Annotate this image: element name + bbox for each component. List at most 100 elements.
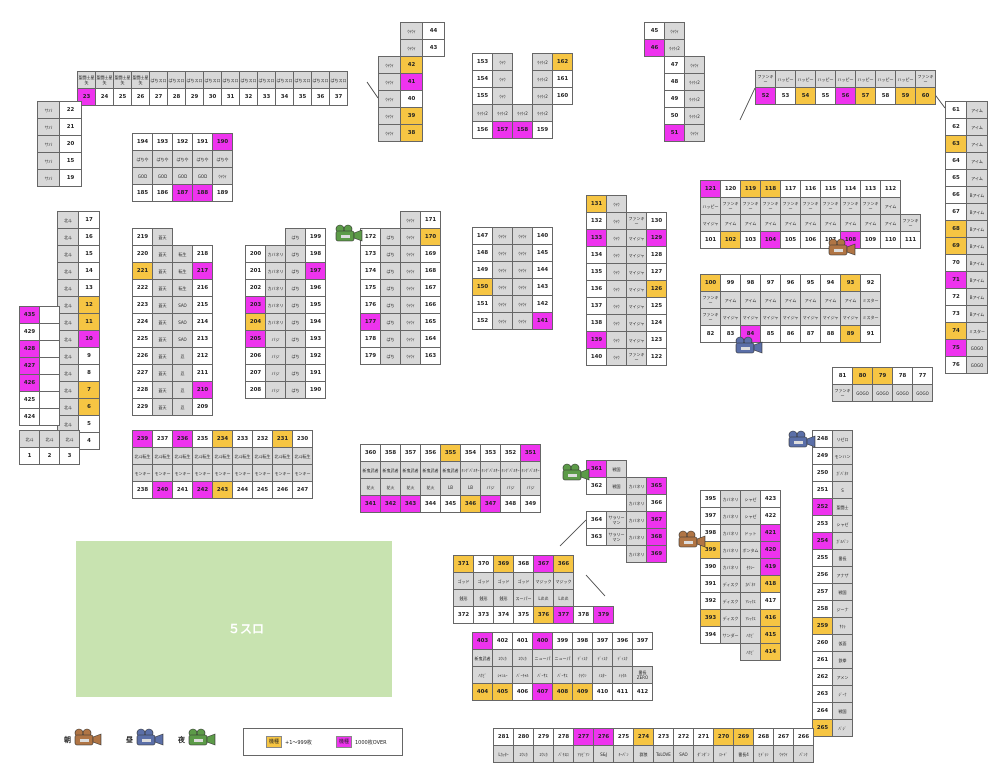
machine-title[interactable]: 転生 bbox=[172, 262, 193, 280]
machine-number[interactable]: 41 bbox=[400, 73, 423, 91]
machine-title[interactable]: 戦国 bbox=[832, 702, 853, 720]
machine-number[interactable]: 109 bbox=[860, 231, 881, 249]
machine-number[interactable]: 426 bbox=[19, 374, 40, 392]
machine-title[interactable]: ｳｲｳｲ bbox=[684, 124, 705, 142]
machine-title[interactable]: GOD bbox=[152, 167, 173, 185]
machine-title[interactable]: モンキー bbox=[212, 464, 233, 482]
machine-title[interactable]: ﾀﾞﾝﾀﾞﾝ bbox=[693, 745, 714, 763]
machine-title[interactable]: ｳｲｳｲ bbox=[492, 227, 513, 245]
machine-number[interactable]: 435 bbox=[19, 306, 40, 324]
machine-number[interactable]: 42 bbox=[400, 56, 423, 74]
machine-number[interactable]: 99 bbox=[720, 274, 741, 292]
machine-number[interactable]: 52 bbox=[755, 87, 776, 105]
machine-title[interactable] bbox=[39, 374, 60, 392]
machine-title[interactable]: モンキー bbox=[192, 464, 213, 482]
machine-title[interactable]: Bアイム bbox=[966, 203, 988, 221]
machine-number[interactable]: 173 bbox=[360, 245, 381, 263]
machine-title[interactable]: 蒼天 bbox=[152, 245, 173, 263]
machine-number[interactable]: 72 bbox=[945, 288, 967, 306]
machine-number[interactable]: 86 bbox=[780, 325, 801, 343]
machine-number[interactable]: 62 bbox=[945, 118, 967, 136]
machine-title[interactable]: ﾊﾟﾝｸ bbox=[793, 745, 814, 763]
machine-number[interactable]: 261 bbox=[812, 651, 833, 669]
machine-number[interactable]: 404 bbox=[472, 683, 493, 701]
machine-number[interactable]: 120 bbox=[720, 180, 741, 198]
machine-title[interactable]: ｼｬﾝﾑｰ bbox=[492, 666, 513, 684]
machine-title[interactable]: ﾃﾞｨｽｸ bbox=[592, 649, 613, 667]
machine-number[interactable]: 132 bbox=[586, 212, 607, 230]
machine-number[interactable]: 355 bbox=[440, 444, 461, 462]
machine-title[interactable]: アイム bbox=[840, 214, 861, 232]
machine-title[interactable]: 聖闘士星矢 bbox=[131, 71, 150, 89]
machine-number[interactable]: 244 bbox=[232, 481, 253, 499]
machine-title[interactable]: ドット bbox=[740, 524, 761, 542]
machine-title[interactable]: アイム bbox=[760, 291, 781, 309]
machine-number[interactable]: 215 bbox=[192, 296, 213, 314]
machine-number[interactable]: 114 bbox=[840, 180, 861, 198]
machine-title[interactable]: 北斗 bbox=[39, 430, 60, 448]
machine-number[interactable]: 366 bbox=[553, 555, 574, 573]
machine-title[interactable]: ｳｲｳｲ bbox=[492, 261, 513, 279]
machine-number[interactable]: 14 bbox=[78, 262, 100, 280]
machine-title[interactable]: ｳｲｳｲ2 bbox=[684, 73, 705, 91]
machine-number[interactable]: 227 bbox=[132, 364, 153, 382]
machine-number[interactable]: 209 bbox=[192, 398, 213, 416]
machine-number[interactable]: 38 bbox=[400, 124, 423, 142]
machine-number[interactable]: 214 bbox=[192, 313, 213, 331]
machine-number[interactable]: 104 bbox=[760, 231, 781, 249]
machine-title[interactable]: 花火 bbox=[420, 478, 441, 496]
machine-number[interactable]: 252 bbox=[812, 498, 833, 516]
machine-number[interactable]: 89 bbox=[840, 325, 861, 343]
machine-title[interactable]: ファンキー bbox=[626, 212, 647, 230]
machine-title[interactable]: ｳｲｳｲ2 bbox=[532, 70, 553, 88]
machine-number[interactable]: 98 bbox=[740, 274, 761, 292]
machine-title[interactable]: ｳｲｳ bbox=[492, 70, 513, 88]
machine-title[interactable]: 戦国 bbox=[832, 583, 853, 601]
machine-title[interactable]: アイム bbox=[820, 214, 841, 232]
machine-number[interactable]: 364 bbox=[586, 511, 607, 529]
machine-number[interactable]: 356 bbox=[420, 444, 441, 462]
machine-number[interactable]: 124 bbox=[646, 314, 667, 332]
machine-title[interactable]: バジ bbox=[520, 478, 541, 496]
machine-number[interactable]: 401 bbox=[512, 632, 533, 650]
machine-title[interactable]: ﾃﾞｨｽｸ bbox=[572, 649, 593, 667]
machine-number[interactable]: 178 bbox=[360, 330, 381, 348]
machine-number[interactable]: 233 bbox=[232, 430, 253, 448]
machine-title[interactable]: カバネリ bbox=[720, 558, 741, 576]
machine-title[interactable]: ファンキー bbox=[720, 197, 741, 215]
machine-number[interactable]: 255 bbox=[812, 549, 833, 567]
machine-title[interactable]: 北斗転生 bbox=[132, 447, 153, 465]
machine-title[interactable]: ぱち bbox=[380, 245, 401, 263]
machine-number[interactable]: 345 bbox=[440, 495, 461, 513]
machine-number[interactable]: 157 bbox=[492, 121, 513, 139]
machine-title[interactable]: アイム bbox=[880, 197, 901, 215]
machine-number[interactable]: 147 bbox=[472, 227, 493, 245]
machine-number[interactable]: 153 bbox=[472, 53, 493, 71]
machine-number[interactable]: 59 bbox=[895, 87, 916, 105]
machine-number[interactable]: 398 bbox=[572, 632, 593, 650]
machine-title[interactable]: ぱちスロ bbox=[311, 71, 330, 89]
machine-title[interactable]: GOGO bbox=[852, 384, 873, 402]
machine-number[interactable]: 220 bbox=[132, 245, 153, 263]
machine-title[interactable]: 番長 bbox=[832, 549, 853, 567]
machine-title[interactable]: ｷﾝｸﾞﾊﾟﾙｻｰ bbox=[460, 461, 481, 479]
machine-number[interactable]: 258 bbox=[812, 600, 833, 618]
machine-number[interactable]: 36 bbox=[311, 88, 330, 106]
machine-number[interactable]: 125 bbox=[646, 297, 667, 315]
machine-number[interactable]: 369 bbox=[646, 545, 667, 563]
machine-title[interactable]: ハッピー bbox=[795, 70, 816, 88]
machine-number[interactable]: 161 bbox=[552, 70, 573, 88]
machine-title[interactable]: サンダー bbox=[720, 626, 741, 644]
machine-title[interactable]: ｳｲｳｲ bbox=[400, 279, 421, 297]
machine-title[interactable]: ｳｲｳｲ bbox=[400, 245, 421, 263]
machine-title[interactable]: ハッピー bbox=[855, 70, 876, 88]
machine-number[interactable]: 76 bbox=[945, 356, 967, 374]
machine-number[interactable]: 113 bbox=[860, 180, 881, 198]
machine-number[interactable]: 406 bbox=[512, 683, 533, 701]
machine-title[interactable]: ファンキー bbox=[760, 197, 781, 215]
machine-number[interactable]: 194 bbox=[132, 133, 153, 151]
machine-number[interactable]: 243 bbox=[212, 481, 233, 499]
machine-title[interactable]: ﾐﾗｸﾙ bbox=[612, 666, 633, 684]
machine-title[interactable]: ファンキー bbox=[800, 197, 821, 215]
machine-title[interactable]: ｳｲｳｲ bbox=[512, 261, 533, 279]
